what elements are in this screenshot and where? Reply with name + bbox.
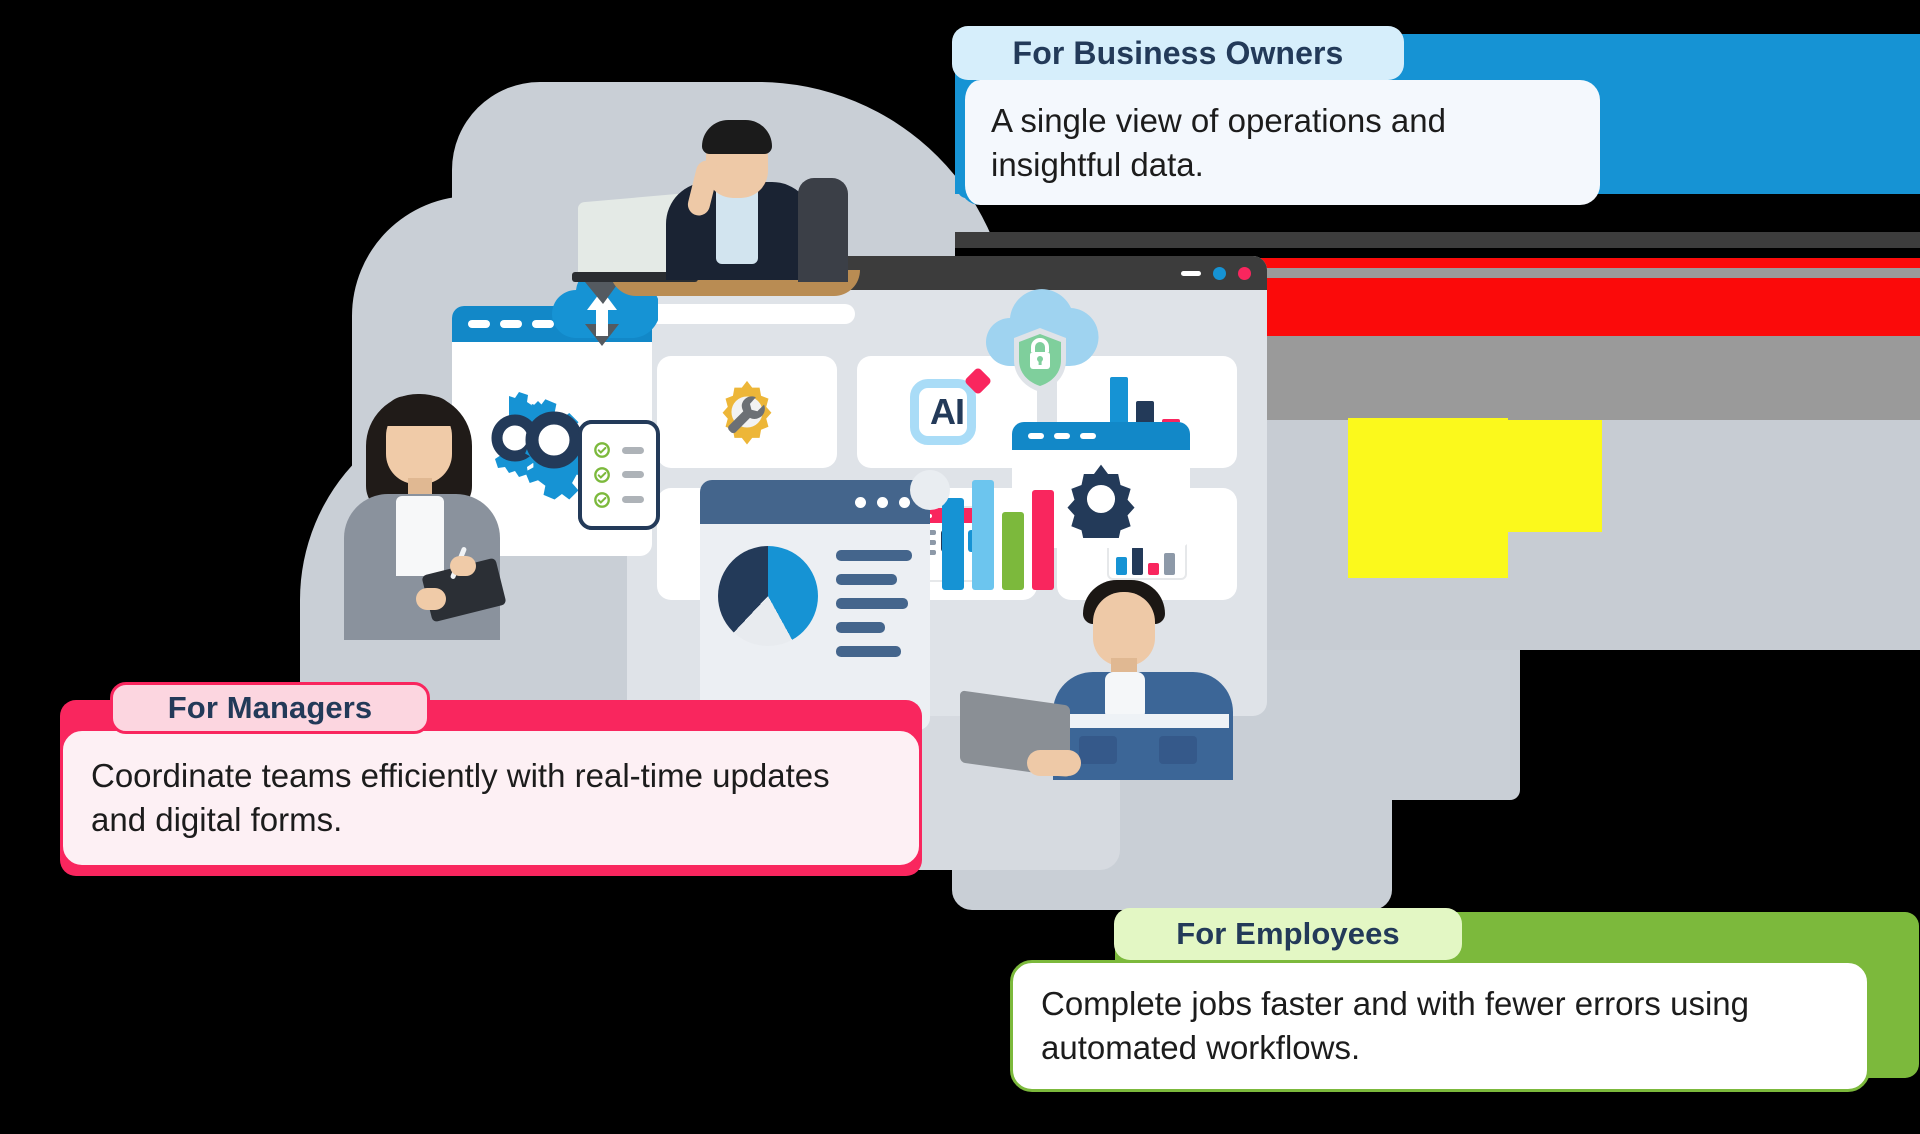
gear-window-right-titlebar bbox=[1012, 422, 1190, 450]
tile-ai[interactable]: AI bbox=[857, 356, 1037, 468]
minimize-icon[interactable] bbox=[1181, 270, 1201, 276]
employees-label-pill: For Employees bbox=[1114, 908, 1462, 960]
business-owners-body-card: A single view of operations and insightf… bbox=[960, 80, 1600, 205]
band-yellow-2 bbox=[1348, 418, 1508, 578]
pocket-left bbox=[1079, 736, 1117, 764]
settings-wrench-icon bbox=[722, 380, 772, 445]
analytics-donut-chart bbox=[718, 546, 818, 646]
window-dot-3[interactable] bbox=[899, 496, 910, 508]
check-circle-icon bbox=[594, 467, 610, 483]
checklist-line bbox=[622, 471, 644, 479]
cloud-lock-icon bbox=[980, 282, 1100, 397]
window-dash-3 bbox=[1080, 433, 1096, 439]
business-owners-body: A single view of operations and insightf… bbox=[991, 101, 1446, 183]
chair bbox=[798, 178, 848, 282]
analytics-line bbox=[836, 574, 897, 585]
employees-body-card: Complete jobs faster and with fewer erro… bbox=[1010, 960, 1870, 1092]
analytics-window[interactable] bbox=[700, 480, 930, 730]
window-dash-2 bbox=[1054, 433, 1070, 439]
window-dash-1 bbox=[468, 320, 490, 328]
analytics-line bbox=[836, 550, 912, 561]
shirt bbox=[396, 496, 444, 576]
analytics-line bbox=[836, 646, 901, 657]
tile-settings-wrench[interactable] bbox=[657, 356, 837, 468]
checklist-icon[interactable] bbox=[578, 420, 660, 530]
ai-icon-label: AI bbox=[930, 391, 965, 432]
managers-body: Coordinate teams efficiently with real-t… bbox=[91, 757, 830, 838]
checklist-row bbox=[594, 489, 644, 511]
close-icon[interactable] bbox=[1238, 266, 1251, 280]
bar-lightblue bbox=[972, 480, 994, 590]
gears-icon bbox=[452, 342, 652, 556]
managers-label: For Managers bbox=[167, 690, 373, 725]
laptop-base bbox=[572, 272, 698, 282]
bar-blue bbox=[942, 498, 964, 590]
magnifier-icon bbox=[910, 470, 950, 510]
dashboard-search-bar[interactable] bbox=[645, 304, 855, 324]
analytics-line bbox=[836, 598, 909, 609]
ai-icon: AI bbox=[904, 366, 993, 455]
hair bbox=[702, 120, 772, 154]
window-dash-1 bbox=[1028, 433, 1044, 439]
employees-label: For Employees bbox=[1176, 916, 1400, 951]
checklist-row bbox=[594, 439, 644, 461]
hands bbox=[1027, 750, 1081, 776]
checklist-row bbox=[594, 464, 644, 486]
window-dot-1[interactable] bbox=[855, 496, 866, 508]
pocket-right bbox=[1159, 736, 1197, 764]
floating-bar-chart-icon bbox=[930, 470, 1054, 590]
managers-body-card: Coordinate teams efficiently with real-t… bbox=[60, 728, 922, 868]
bar-pink bbox=[1032, 490, 1054, 590]
window-dash-3 bbox=[532, 320, 554, 328]
person-employee bbox=[960, 580, 1255, 780]
analytics-window-titlebar bbox=[700, 480, 930, 524]
business-owners-label: For Business Owners bbox=[1012, 34, 1344, 71]
managers-label-pill: For Managers bbox=[110, 682, 430, 734]
analytics-line bbox=[836, 622, 886, 633]
business-owners-label-pill: For Business Owners bbox=[952, 26, 1404, 80]
window-dot-2[interactable] bbox=[877, 496, 888, 508]
reflective-stripe bbox=[1057, 714, 1229, 728]
check-circle-icon bbox=[594, 491, 610, 508]
hand-left bbox=[416, 588, 446, 610]
bar-green bbox=[1002, 512, 1024, 590]
gear-window-gear-icon bbox=[1012, 450, 1190, 548]
hair-fringe bbox=[382, 396, 456, 426]
employees-body: Complete jobs faster and with fewer erro… bbox=[1041, 985, 1749, 1066]
shirt-collar bbox=[1105, 672, 1145, 720]
person-manager bbox=[330, 390, 520, 640]
maximize-icon[interactable] bbox=[1213, 266, 1226, 280]
shirt bbox=[716, 186, 758, 264]
checklist-line bbox=[622, 496, 644, 504]
person-business-owner bbox=[572, 120, 860, 320]
check-circle-icon bbox=[594, 442, 610, 459]
hand-right bbox=[450, 556, 476, 576]
head bbox=[1093, 592, 1155, 666]
window-dash-2 bbox=[500, 320, 522, 328]
checklist-line bbox=[622, 446, 644, 454]
